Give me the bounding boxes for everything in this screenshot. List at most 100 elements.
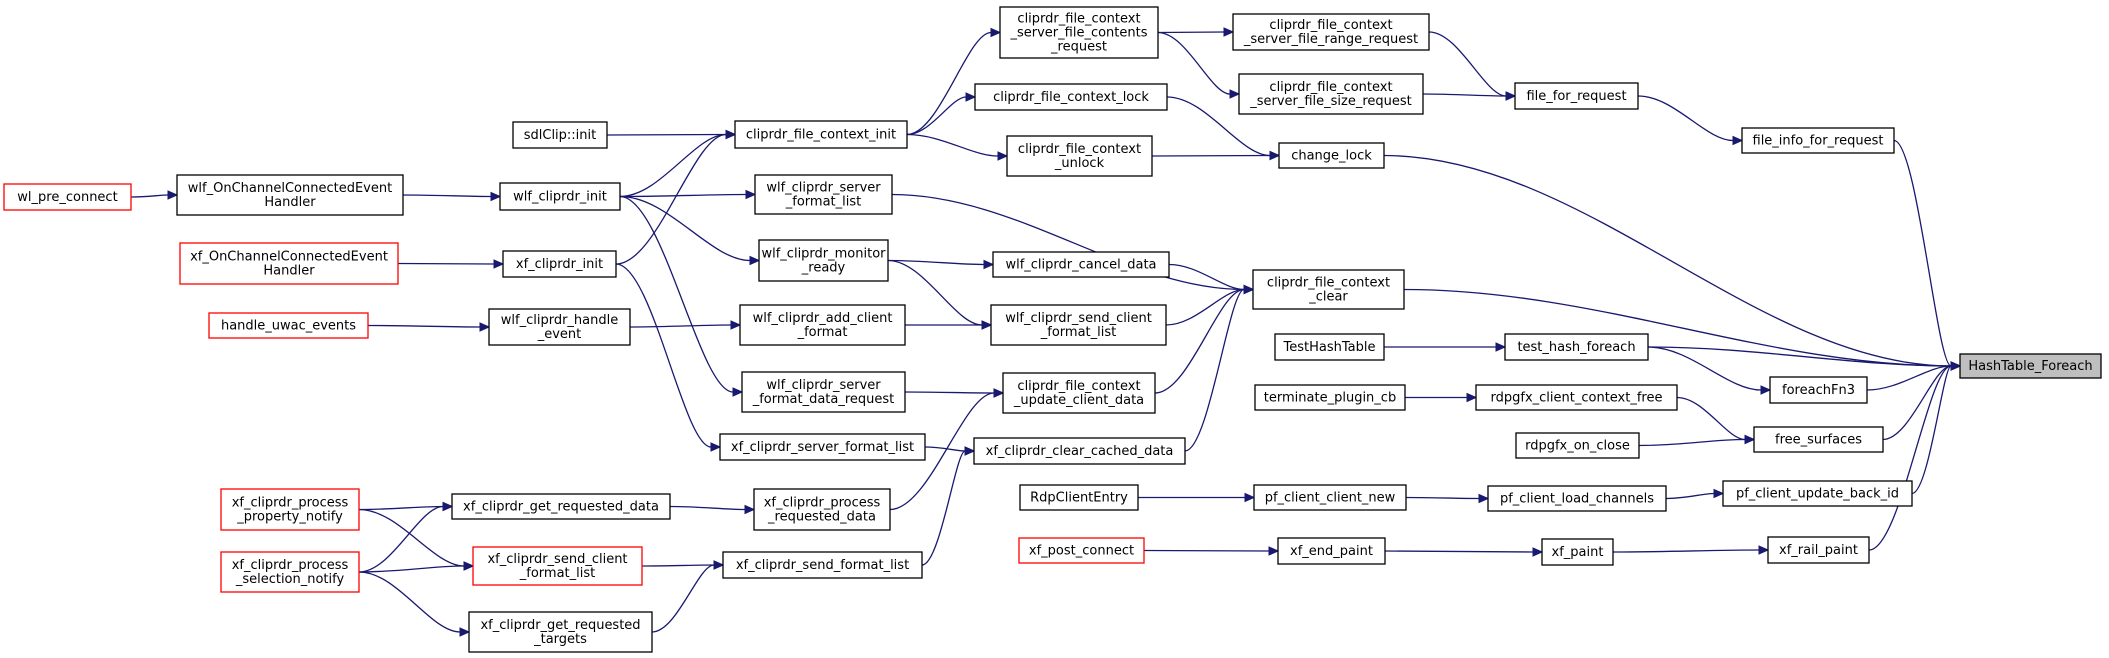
call-edge-n_contents_req-to-n_size_req	[1157, 31, 1241, 99]
node-xf-get-tgt[interactable]: xf_cliprdr_get_requested_targets	[468, 611, 653, 653]
node-label: file_for_request	[1526, 89, 1626, 104]
node-xf-srv-fmt[interactable]: xf_cliprdr_server_format_list	[719, 433, 926, 461]
node-ctx-lock[interactable]: cliprdr_file_context_lock	[974, 83, 1168, 111]
call-edge-n_wlf_srv_fmt-to-n_ctx_clear	[891, 193, 1255, 295]
node-label: xf_cliprdr_server_format_list	[731, 440, 914, 455]
node-label: xf_cliprdr_process	[232, 558, 349, 573]
node-ctx-unlock[interactable]: cliprdr_file_context_unlock	[1006, 135, 1153, 177]
call-edge-n_ctx_init-to-n_ctx_unlock	[906, 133, 1009, 161]
node-xf-send-cli[interactable]: xf_cliprdr_send_client_format_list	[472, 546, 643, 586]
node-xf-post[interactable]: xf_post_connect	[1018, 537, 1145, 564]
node-xf-get-req[interactable]: xf_cliprdr_get_requested_data	[451, 493, 671, 520]
node-label: wlf_cliprdr_monitor	[761, 247, 886, 262]
node-xf-paint[interactable]: xf_paint	[1541, 538, 1614, 566]
node-wlf-handle[interactable]: wlf_cliprdr_handle_event	[488, 308, 631, 346]
node-contents-req[interactable]: cliprdr_file_context_server_file_content…	[999, 6, 1159, 59]
node-xf-prop[interactable]: xf_cliprdr_process_property_notify	[220, 488, 360, 531]
node-label: _server_file_contents	[1010, 26, 1148, 41]
node-label: _requested_data	[767, 510, 876, 525]
call-edge-n_xf_init-to-n_xf_srv_fmt	[615, 263, 722, 452]
node-range-req[interactable]: cliprdr_file_context_server_file_range_r…	[1232, 13, 1430, 51]
node-label: _format_data_request	[752, 392, 895, 407]
call-edge-n_ctx_unlock-to-n_change_lock	[1151, 150, 1281, 161]
node-root[interactable]: HashTable_Foreach	[1959, 353, 2102, 379]
node-change-lock[interactable]: change_lock	[1278, 142, 1385, 169]
node-pf-update[interactable]: pf_client_update_back_id	[1722, 480, 1913, 507]
node-wlf-monitor[interactable]: wlf_cliprdr_monitor_ready	[758, 239, 889, 282]
node-label: xf_cliprdr_send_client	[487, 552, 627, 567]
node-label: cliprdr_file_context	[1017, 379, 1140, 394]
node-xf-init[interactable]: xf_cliprdr_init	[502, 250, 617, 278]
call-edge-n_uwac-to-n_wlf_handle	[367, 322, 491, 332]
call-edge-n_pf_new-to-n_pf_load	[1405, 493, 1490, 504]
node-rdpgfx-close[interactable]: rdpgfx_on_close	[1515, 432, 1640, 459]
call-edge-n_file_for_req-to-n_file_info	[1637, 95, 1744, 146]
node-size-req[interactable]: cliprdr_file_context_server_file_size_re…	[1238, 73, 1424, 115]
node-wlf-srv-fmt[interactable]: wlf_cliprdr_server_format_list	[754, 174, 893, 215]
node-free-surf[interactable]: free_surfaces	[1753, 426, 1884, 453]
node-label: wlf_cliprdr_init	[513, 190, 607, 205]
node-rdpentry[interactable]: RdpClientEntry	[1019, 484, 1139, 511]
node-wlf-srv-fdr[interactable]: wlf_cliprdr_server_format_data_request	[741, 371, 906, 413]
call-edge-n_ctx_init-to-n_contents_req	[906, 27, 1002, 136]
node-label: xf_cliprdr_get_requested_data	[463, 500, 659, 515]
node-wlf-add-cli[interactable]: wlf_cliprdr_add_client_format	[739, 304, 906, 346]
call-edge-n_xf_proc_req-to-n_ctx_update	[889, 388, 1005, 511]
node-xf-clear-cache[interactable]: xf_cliprdr_clear_cached_data	[973, 437, 1186, 465]
node-xf-end-paint[interactable]: xf_end_paint	[1277, 537, 1386, 565]
node-label: _server_file_range_request	[1243, 32, 1418, 47]
node-label: _format	[797, 325, 848, 340]
node-wl-pre[interactable]: wl_pre_connect	[3, 183, 132, 211]
call-edge-n_xf_paint-to-n_xf_rail	[1612, 545, 1770, 555]
node-sdlclip[interactable]: sdlClip::init	[512, 121, 608, 149]
node-pf-new[interactable]: pf_client_client_new	[1253, 484, 1407, 511]
call-edge-n_xf_sel-to-n_xf_get_req	[358, 501, 454, 573]
node-label: xf_OnChannelConnectedEvent	[190, 250, 388, 265]
node-label: wlf_cliprdr_cancel_data	[1005, 258, 1156, 273]
node-label: change_lock	[1291, 149, 1372, 164]
call-edge-n_xf_post-to-n_xf_end_paint	[1143, 546, 1280, 556]
call-edge-n_change_lock-to-root	[1383, 154, 1962, 371]
node-xf-sel[interactable]: xf_cliprdr_process_selection_notify	[220, 551, 360, 593]
node-label: terminate_plugin_cb	[1264, 391, 1396, 406]
call-edge-n_xf_get_req-to-n_xf_proc_req	[669, 504, 756, 515]
node-ctx-init[interactable]: cliprdr_file_context_init	[734, 120, 908, 149]
node-label: cliprdr_file_context	[1018, 142, 1141, 157]
node-term[interactable]: terminate_plugin_cb	[1254, 384, 1406, 411]
node-label: _property_notify	[236, 510, 343, 525]
node-rdpgfx-free[interactable]: rdpgfx_client_context_free	[1475, 384, 1678, 411]
node-xf-rail[interactable]: xf_rail_paint	[1767, 536, 1870, 564]
node-testht[interactable]: TestHashTable	[1274, 333, 1385, 361]
node-uwac[interactable]: handle_uwac_events	[208, 312, 369, 339]
node-test-foreach[interactable]: test_hash_foreach	[1504, 333, 1649, 361]
node-foreachfn3[interactable]: foreachFn3	[1769, 376, 1868, 404]
node-label: RdpClientEntry	[1030, 491, 1128, 506]
call-edge-n_xf_get_tgt-to-n_xf_send_fmt	[651, 560, 725, 633]
call-edge-n_xf_chan-to-n_xf_init	[397, 259, 505, 269]
call-edge-n_xf_rail-to-root	[1868, 361, 1962, 551]
node-xf-send-fmt[interactable]: xf_cliprdr_send_format_list	[722, 551, 923, 579]
node-label: cliprdr_file_context	[1017, 12, 1140, 27]
node-label: _server_file_size_request	[1249, 94, 1412, 109]
node-wlf-cancel[interactable]: wlf_cliprdr_cancel_data	[992, 251, 1170, 278]
node-label: test_hash_foreach	[1517, 340, 1635, 355]
node-label: _clear	[1308, 290, 1348, 305]
node-label: cliprdr_file_context	[1269, 80, 1392, 95]
node-file-info[interactable]: file_info_for_request	[1741, 127, 1895, 154]
node-label: xf_cliprdr_process	[764, 496, 881, 511]
node-label: wlf_cliprdr_server	[766, 181, 881, 196]
call-edge-n_xf_clear_cache-to-n_ctx_clear	[1184, 284, 1255, 452]
node-label: pf_client_client_new	[1265, 491, 1396, 506]
node-file-for-req[interactable]: file_for_request	[1514, 82, 1639, 110]
node-ctx-clear[interactable]: cliprdr_file_context_clear	[1252, 269, 1405, 310]
node-label: cliprdr_file_context_init	[746, 128, 896, 143]
node-xf-proc-req[interactable]: xf_cliprdr_process_requested_data	[753, 488, 891, 531]
node-ctx-update[interactable]: cliprdr_file_context_update_client_data	[1002, 372, 1156, 414]
node-wlf-send-cli[interactable]: wlf_cliprdr_send_client_format_list	[990, 304, 1167, 346]
node-pf-load[interactable]: pf_client_load_channels	[1487, 485, 1667, 512]
node-label: _update_client_data	[1013, 393, 1144, 408]
call-edge-n_range_req-to-n_file_for_req	[1428, 31, 1517, 101]
node-wlf-init[interactable]: wlf_cliprdr_init	[499, 182, 621, 211]
